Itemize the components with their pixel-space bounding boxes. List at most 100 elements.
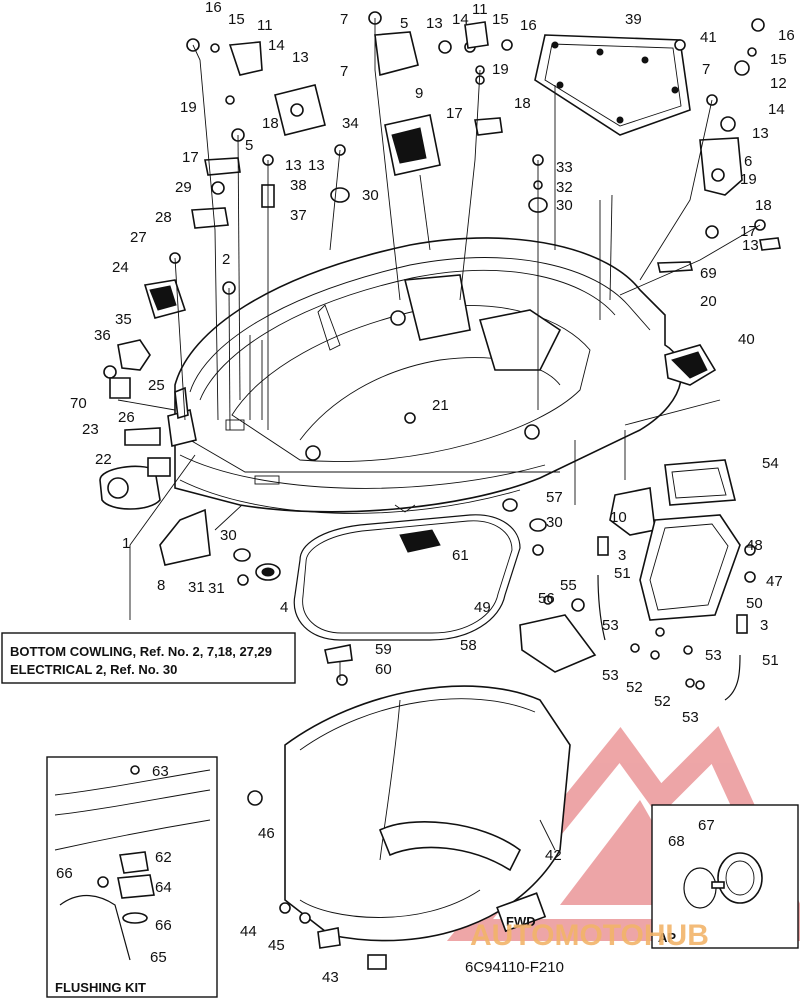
note-line-1: BOTTOM COWLING, Ref. No. 2, 7,18, 27,29 bbox=[10, 644, 272, 659]
callout-30: 30 bbox=[362, 187, 379, 204]
callout-17: 17 bbox=[740, 223, 757, 240]
callout-20: 20 bbox=[700, 293, 717, 310]
callout-19: 19 bbox=[740, 171, 757, 188]
callout-7: 7 bbox=[340, 63, 348, 80]
top-cowling: FWD bbox=[284, 685, 571, 942]
callout-58: 58 bbox=[460, 637, 477, 654]
callout-27: 27 bbox=[130, 229, 147, 246]
callout-37: 37 bbox=[290, 207, 307, 224]
lever-10 bbox=[609, 487, 656, 536]
callout-62: 62 bbox=[155, 849, 172, 866]
callout-30: 30 bbox=[546, 514, 563, 531]
cover-9 bbox=[384, 114, 441, 176]
callout-18: 18 bbox=[755, 197, 772, 214]
hose-51 bbox=[597, 574, 606, 641]
callout-14: 14 bbox=[452, 11, 469, 28]
callout-30: 30 bbox=[220, 527, 237, 544]
small-hardware bbox=[109, 11, 781, 970]
callout-15: 15 bbox=[228, 11, 245, 28]
callout-3: 3 bbox=[760, 617, 768, 634]
seal-58 bbox=[293, 514, 521, 641]
callout-41: 41 bbox=[700, 29, 717, 46]
leader-lines bbox=[117, 18, 761, 851]
callout-55: 55 bbox=[560, 577, 577, 594]
callout-53: 53 bbox=[682, 709, 699, 726]
callout-16: 16 bbox=[205, 0, 222, 16]
note-line-2: ELECTRICAL 2, Ref. No. 30 bbox=[10, 662, 177, 677]
callout-33: 33 bbox=[556, 159, 573, 176]
callout-6: 6 bbox=[744, 153, 752, 170]
callout-31: 31 bbox=[188, 579, 205, 596]
callout-12: 12 bbox=[770, 75, 787, 92]
callout-44: 44 bbox=[240, 923, 257, 940]
bracket-54 bbox=[664, 459, 737, 506]
callout-50: 50 bbox=[746, 595, 763, 612]
fwd-tag: FWD bbox=[506, 914, 536, 929]
callout-46: 46 bbox=[258, 825, 275, 842]
callout-68: 68 bbox=[668, 833, 685, 850]
callout-30: 30 bbox=[556, 197, 573, 214]
callout-29: 29 bbox=[175, 179, 192, 196]
callout-2: 2 bbox=[222, 251, 230, 268]
hose-51-b bbox=[724, 654, 741, 701]
damper-40 bbox=[664, 344, 717, 386]
note-box: BOTTOM COWLING, Ref. No. 2, 7,18, 27,29 … bbox=[1, 632, 296, 684]
callout-8: 8 bbox=[157, 577, 165, 594]
callout-22: 22 bbox=[95, 451, 112, 468]
callout-66: 66 bbox=[155, 917, 172, 934]
callout-57: 57 bbox=[546, 489, 563, 506]
callout-18: 18 bbox=[514, 95, 531, 112]
lever-8 bbox=[159, 508, 211, 566]
callout-28: 28 bbox=[155, 209, 172, 226]
callout-53: 53 bbox=[705, 647, 722, 664]
callout-56: 56 bbox=[538, 590, 555, 607]
callout-13: 13 bbox=[308, 157, 325, 174]
joint-50 bbox=[639, 514, 741, 621]
bottom-cowling bbox=[174, 237, 683, 514]
bracket-5 bbox=[274, 31, 419, 136]
callout-60: 60 bbox=[375, 661, 392, 678]
inset-tag: AP bbox=[658, 930, 676, 945]
callout-19: 19 bbox=[180, 99, 197, 116]
callout-64: 64 bbox=[155, 879, 172, 896]
callout-5: 5 bbox=[245, 137, 253, 154]
callout-34: 34 bbox=[342, 115, 359, 132]
callout-10: 10 bbox=[610, 509, 627, 526]
callout-15: 15 bbox=[770, 51, 787, 68]
holder-24 bbox=[143, 279, 187, 319]
callout-25: 25 bbox=[148, 377, 165, 394]
callout-47: 47 bbox=[766, 573, 783, 590]
callout-4: 4 bbox=[280, 599, 288, 616]
ap-inset-box: AP bbox=[651, 804, 799, 949]
callout-11: 11 bbox=[472, 1, 488, 18]
callout-49: 49 bbox=[474, 599, 491, 616]
callout-69: 69 bbox=[700, 265, 717, 282]
callout-21: 21 bbox=[432, 397, 449, 414]
callout-45: 45 bbox=[268, 937, 285, 954]
callout-14: 14 bbox=[768, 101, 785, 118]
callout-16: 16 bbox=[778, 27, 795, 44]
callout-3: 3 bbox=[618, 547, 626, 564]
callout-18: 18 bbox=[262, 115, 279, 132]
callout-17: 17 bbox=[182, 149, 199, 166]
flushing-kit-title: FLUSHING KIT bbox=[55, 980, 146, 995]
callout-11: 11 bbox=[257, 17, 273, 34]
callout-52: 52 bbox=[654, 693, 671, 710]
seal-61 bbox=[399, 529, 441, 553]
callout-36: 36 bbox=[94, 327, 111, 344]
callout-48: 48 bbox=[746, 537, 763, 554]
callout-52: 52 bbox=[626, 679, 643, 696]
callout-51: 51 bbox=[614, 565, 631, 582]
callout-16: 16 bbox=[520, 17, 537, 34]
callout-17: 17 bbox=[446, 105, 463, 122]
flushing-kit-box: FLUSHING KIT bbox=[46, 756, 218, 998]
intake-silencer-39 bbox=[534, 34, 691, 136]
callout-19: 19 bbox=[492, 61, 509, 78]
holder-49 bbox=[519, 614, 597, 673]
callout-23: 23 bbox=[82, 421, 99, 438]
callout-61: 61 bbox=[452, 547, 469, 564]
callout-13: 13 bbox=[285, 157, 302, 174]
callout-13: 13 bbox=[292, 49, 309, 66]
callout-42: 42 bbox=[545, 847, 562, 864]
